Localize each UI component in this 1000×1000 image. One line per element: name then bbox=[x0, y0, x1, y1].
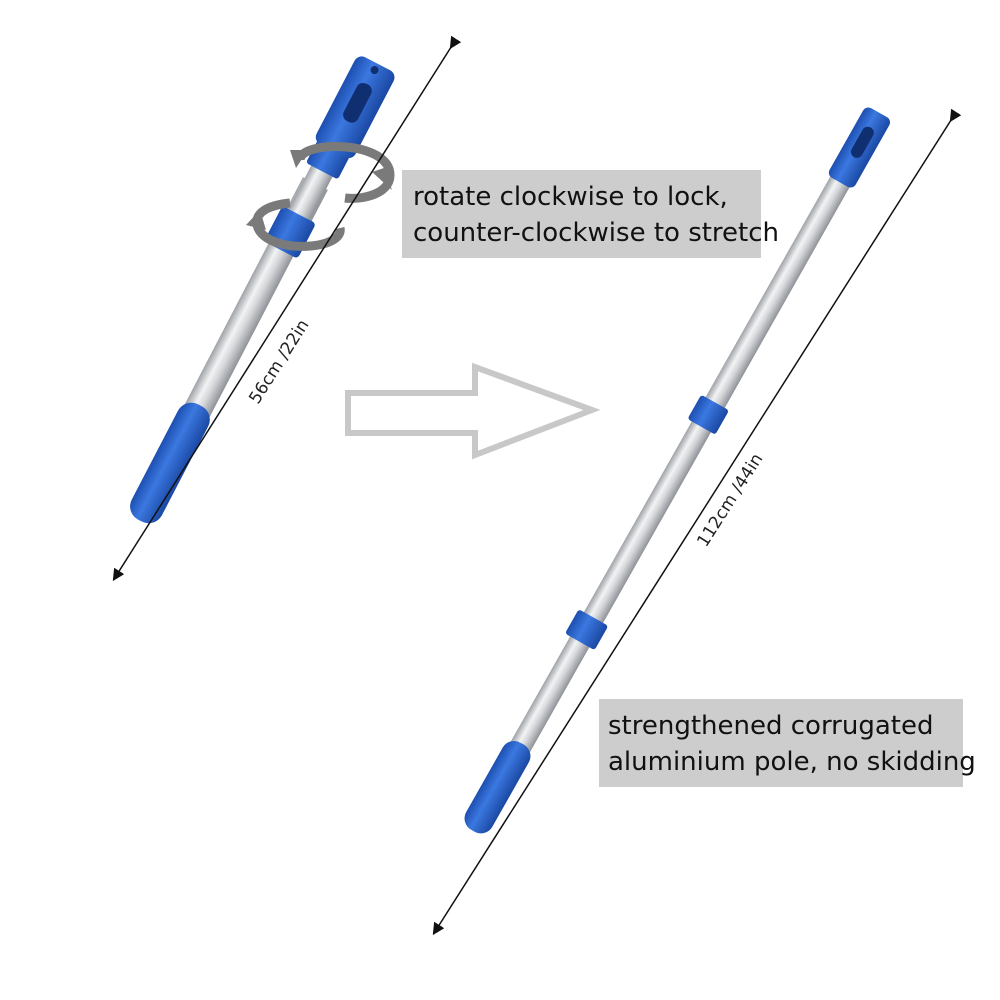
extended-pole-grip bbox=[464, 741, 531, 834]
collapsed-pole-grip bbox=[130, 402, 210, 524]
extended-length-label: 112cm /44in bbox=[693, 450, 767, 551]
material-line1: strengthened corrugated bbox=[608, 711, 934, 741]
rotate-instruction-callout: rotate clockwise to lock, counter-clockw… bbox=[402, 170, 780, 258]
collapsed-length-dimension: 56cm /22in bbox=[112, 35, 462, 582]
rotate-instruction-line2: counter-clockwise to stretch bbox=[413, 218, 780, 248]
transition-arrow-icon bbox=[345, 362, 601, 460]
material-line2: aluminium pole, no skidding bbox=[608, 747, 976, 777]
collapsed-length-label: 56cm /22in bbox=[245, 316, 313, 408]
rotate-instruction-line1: rotate clockwise to lock, bbox=[413, 182, 728, 212]
material-callout: strengthened corrugated aluminium pole, … bbox=[599, 699, 976, 787]
collapsed-pole bbox=[130, 56, 395, 524]
